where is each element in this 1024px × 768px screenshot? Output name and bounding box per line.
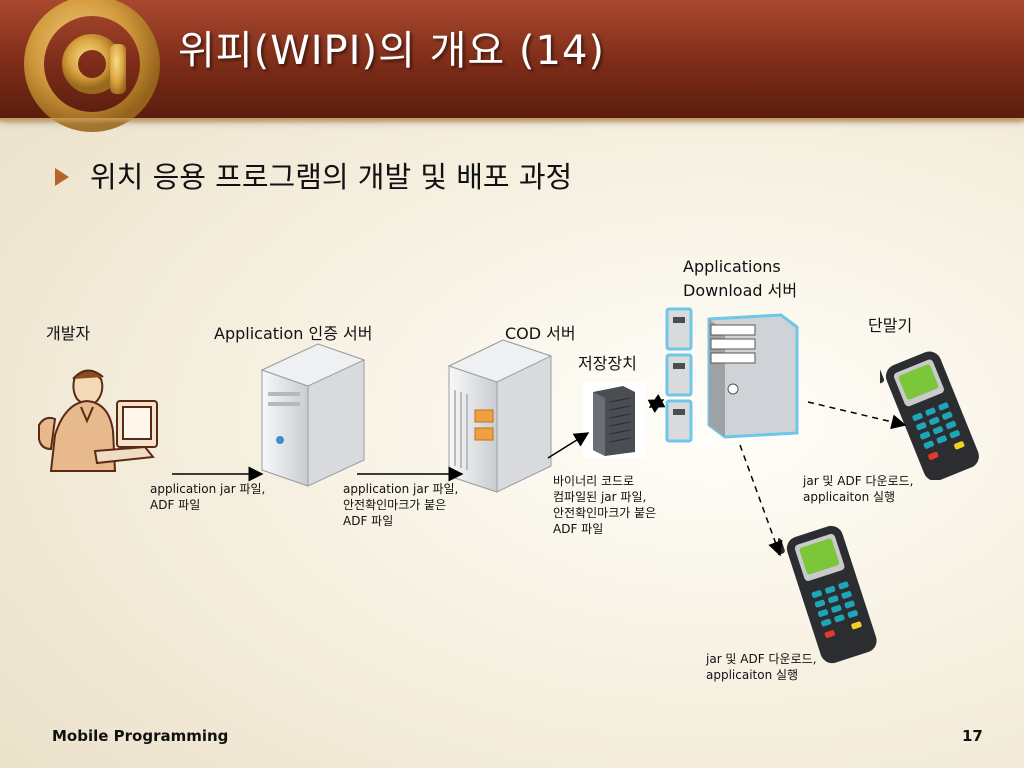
edge-label-server-to-phone1: jar 및 ADF 다운로드, applicaiton 실행: [803, 474, 914, 504]
slide-title: 위피(WIPI)의 개요 (14): [178, 28, 606, 74]
edge-label-auth-to-cod: application jar 파일, 안전확인마크가 붙은 ADF 파일: [343, 482, 459, 528]
footer-page-number: 17: [962, 727, 983, 745]
storage-label: 저장장치: [578, 354, 637, 373]
terminal-label: 단말기: [868, 316, 913, 335]
bullet-arrow-icon: [55, 168, 69, 186]
download-server-icon: [665, 307, 799, 443]
arrow-cod-to-storage: [547, 432, 590, 459]
developer-icon: [38, 369, 158, 472]
title-bar: 위피(WIPI)의 개요 (14): [0, 0, 1024, 132]
bullet-text: 위치 응용 프로그램의 개발 및 배포 과정: [90, 160, 573, 194]
arrow-storage-to-server: [647, 393, 666, 414]
edge-label-cod-to-storage: 바이너리 코드로 컴파일된 jar 파일, 안전확인마크가 붙은 ADF 파일: [553, 474, 657, 536]
phone-1-icon: [880, 351, 979, 480]
cod-server-label: COD 서버: [505, 324, 576, 343]
phone-2-icon: [778, 525, 877, 664]
auth-server-icon: [260, 343, 366, 487]
auth-server-label: Application 인증 서버: [214, 324, 373, 343]
arrow-server-to-phone1: [807, 401, 907, 430]
download-server-label: Applications Download 서버: [683, 257, 798, 300]
arrow-server-to-phone2: [739, 444, 783, 557]
developer-label: 개발자: [46, 324, 91, 343]
footer-course: Mobile Programming: [52, 727, 229, 745]
edge-label-server-to-phone2: jar 및 ADF 다운로드, applicaiton 실행: [706, 652, 817, 682]
cod-server-icon: [447, 339, 553, 493]
edge-label-dev-to-auth: application jar 파일, ADF 파일: [150, 482, 266, 512]
storage-icon: [583, 382, 645, 458]
